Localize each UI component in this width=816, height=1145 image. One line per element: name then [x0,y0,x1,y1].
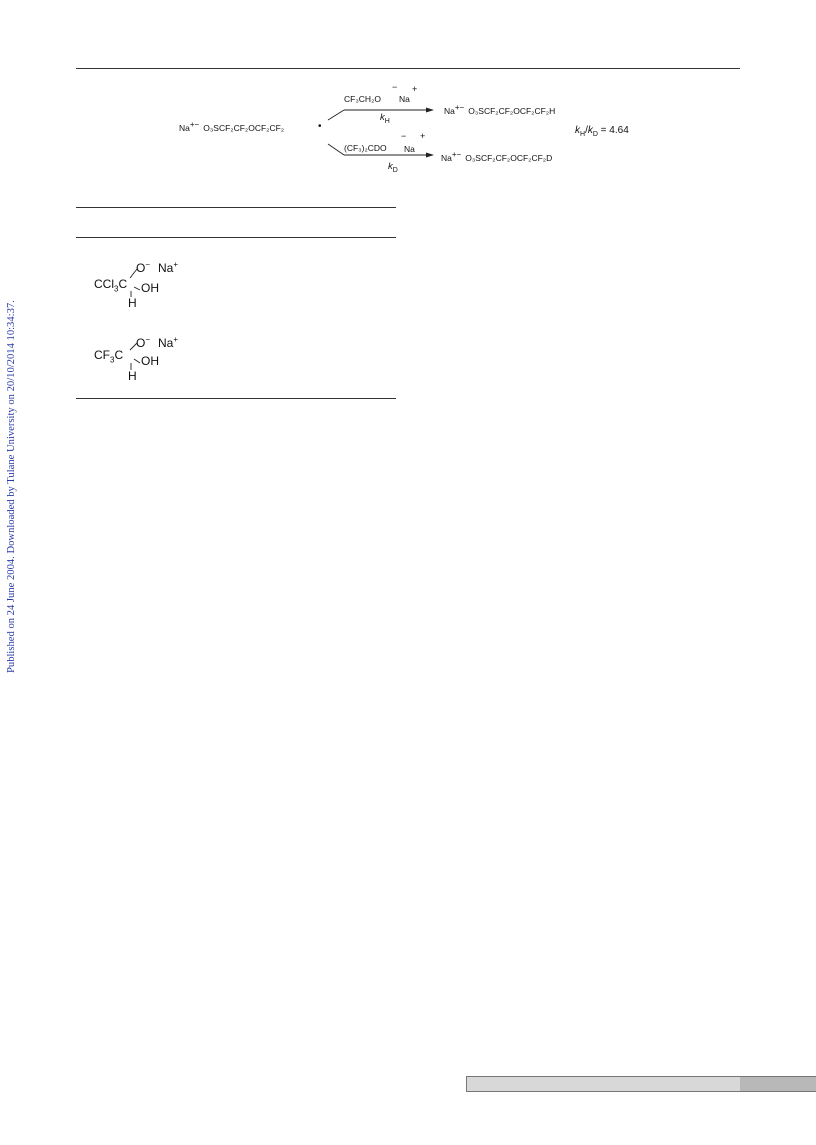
sodium-cation: Na+ [158,260,178,275]
footer-bar-segment [740,1076,816,1092]
lower-product: Na+−O₃SCF₂CF₂OCF₂CF₂D [441,150,552,163]
upper-product: Na+−O₃SCF₂CF₂OCF₂CF₂H [444,103,555,116]
upper-rate-k: k [380,112,385,123]
lower-reagent-charge: − [401,131,407,141]
kie-slash: / [585,125,588,136]
oxygen-label: O [136,336,146,350]
upper-product-anion: O₃SCF₂CF₂OCF₂CF₂H [468,105,556,116]
upper-reagent: CF₃CH₂O [344,94,381,104]
published-notice-text: Published on 24 June 2004. Downloaded by… [6,300,17,673]
lower-product-cation: Na [441,152,452,163]
lower-counterion-charge: + [420,131,426,141]
bond-lines [129,342,141,370]
kie-value: = 4.64 [597,125,629,136]
trichloromethyl-group: CCl3C [94,277,127,293]
table-row: CF3C O− Na+ OH H [90,332,200,388]
upper-product-charges: +− [454,103,465,112]
oxygen-charge: − [145,335,151,344]
lower-arrow-head [426,152,434,158]
upper-product-cation: Na [444,105,455,116]
sodium-label: Na [158,336,174,350]
reaction-scheme: Na+−O₃SCF₂CF₂OCF₂CF₂ • CF₃CH₂O − Na + kH… [0,0,816,200]
lower-product-anion: O₃SCF₂CF₂OCF₂CF₂D [465,152,553,163]
upper-counterion: Na [399,94,410,104]
hydroxyl-group: OH [141,281,159,295]
reaction-arrows [327,107,434,158]
table-top-rule [76,207,396,208]
lower-counterion: Na [404,144,415,154]
hydroxyl-group: OH [141,354,159,368]
upper-counterion-charge: + [412,84,418,94]
lower-rate-k: k [388,161,393,172]
lower-arrow-branch [327,143,345,156]
central-carbon: C [114,348,124,362]
hydrogen-atom: H [128,369,137,383]
group-label: CF [94,348,110,362]
upper-arrow-head [426,107,434,113]
sodium-cation: Na+ [158,335,178,350]
upper-rate-constant: kH [380,112,390,125]
header-rule [76,68,740,69]
radical-dot: • [318,121,322,132]
group-subscript: 3 [110,355,115,365]
kie-k1: k [575,125,580,136]
upper-rate-sub: H [384,117,390,125]
kie-s1: H [580,131,586,138]
kie-k2: k [587,125,593,136]
oxide-oxygen: O− [136,260,150,275]
lower-reagent: (CF₃)₂CDO [344,143,387,153]
reactant-charges: +− [189,120,200,129]
hydrogen-atom: H [128,296,137,310]
reactant-cation: Na [179,122,190,133]
sodium-charge: + [173,260,179,269]
group-label: CCl [94,277,114,291]
table-bottom-rule [76,398,396,399]
oxygen-charge: − [145,260,151,269]
sodium-label: Na [158,261,174,275]
reactant-formula: Na+−O₃SCF₂CF₂OCF₂CF₂ [179,120,284,133]
oxygen-label: O [136,261,146,275]
upper-arrow-branch [327,109,345,121]
download-watermark: Published on 24 June 2004. Downloaded by… [6,293,20,673]
trifluoromethyl-group: CF3C [94,348,123,364]
table-header-rule [76,237,396,238]
kinetic-isotope-effect: kH/kD = 4.64 [575,125,629,138]
upper-reagent-charge: − [392,82,398,92]
lower-rate-constant: kD [388,161,398,174]
central-carbon: C [118,277,128,291]
table-row: CCl3C O− Na+ OH H [90,255,200,311]
sodium-charge: + [173,335,179,344]
group-subscript: 3 [114,284,119,294]
kie-s2: D [592,131,598,138]
oxide-oxygen: O− [136,335,150,350]
lower-rate-sub: D [392,166,398,174]
bond-lines [129,268,141,297]
reactant-anion: O₃SCF₂CF₂OCF₂CF₂ [203,122,285,133]
lower-product-charges: +− [451,150,462,159]
